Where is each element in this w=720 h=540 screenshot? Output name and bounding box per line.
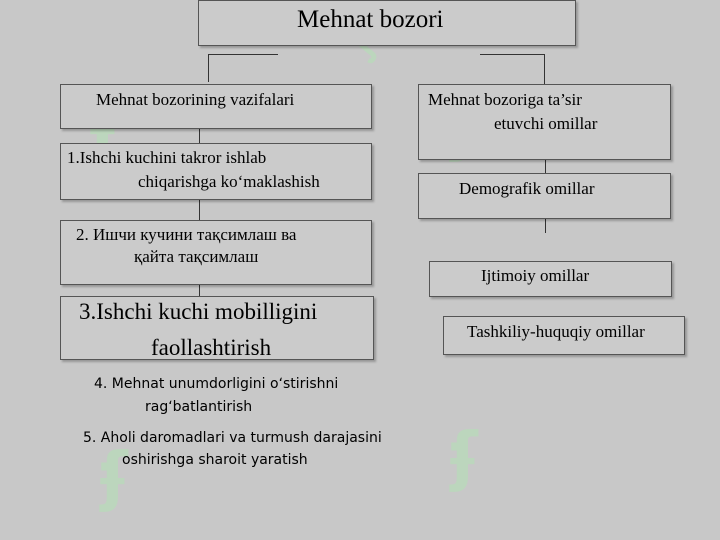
left-header-box: [60, 84, 372, 129]
factor-box-demografik: [418, 173, 671, 219]
function-5-line2: oshirishga sharoit yaratish: [122, 452, 308, 468]
left-header-label: Mehnat bozorining vazifalari: [96, 90, 295, 109]
connector-line: [545, 219, 546, 233]
factor-ijtimoiy-label: Ijtimoiy omillar: [481, 266, 590, 285]
connector-line: [544, 54, 545, 84]
factor-box-ijtimoiy: [429, 261, 672, 297]
diagram-title: Mehnat bozori: [297, 6, 444, 33]
function-4-line2: ragʻbatlantirish: [145, 399, 253, 415]
right-header-line1: Mehnat bozoriga ta’sir: [428, 90, 582, 109]
right-header-box: [418, 84, 671, 160]
connector-line: [199, 129, 200, 143]
connector-line: [208, 54, 278, 55]
function-4-line1: 4. Mehnat unumdorligini oʻstirishni: [94, 376, 339, 392]
function-3-line1: 3.Ishchi kuchi mobilligini: [79, 299, 318, 324]
function-3-line2: faollashtirish: [151, 335, 272, 360]
function-5-line1: 5. Aholi daromadlari va turmush darajasi…: [83, 430, 382, 446]
right-header-line2: etuvchi omillar: [494, 114, 598, 133]
title-box: [198, 0, 576, 46]
function-box-1: [60, 143, 372, 200]
factor-tashkiliy-label: Tashkiliy-huquqiy omillar: [467, 322, 645, 341]
connector-line: [208, 54, 209, 82]
connector-line: [480, 54, 545, 55]
watermark-logo: ʄ: [450, 420, 478, 494]
function-1-line1: 1.Ishchi kuchini takror ishlab: [67, 148, 267, 167]
factor-demografik-label: Demografik omillar: [459, 179, 595, 198]
function-box-2: [60, 220, 372, 285]
connector-line: [199, 285, 200, 297]
function-box-3: [60, 296, 374, 360]
function-1-line2: chiqarishga ko‘maklashish: [138, 172, 320, 191]
connector-line: [199, 200, 200, 220]
factor-box-tashkiliy: [443, 316, 685, 355]
connector-line: [545, 160, 546, 173]
function-2-line1: 2. Ишчи кучини тақсимлаш ва: [76, 225, 297, 244]
function-2-line2: қайта тақсимлаш: [134, 247, 259, 266]
